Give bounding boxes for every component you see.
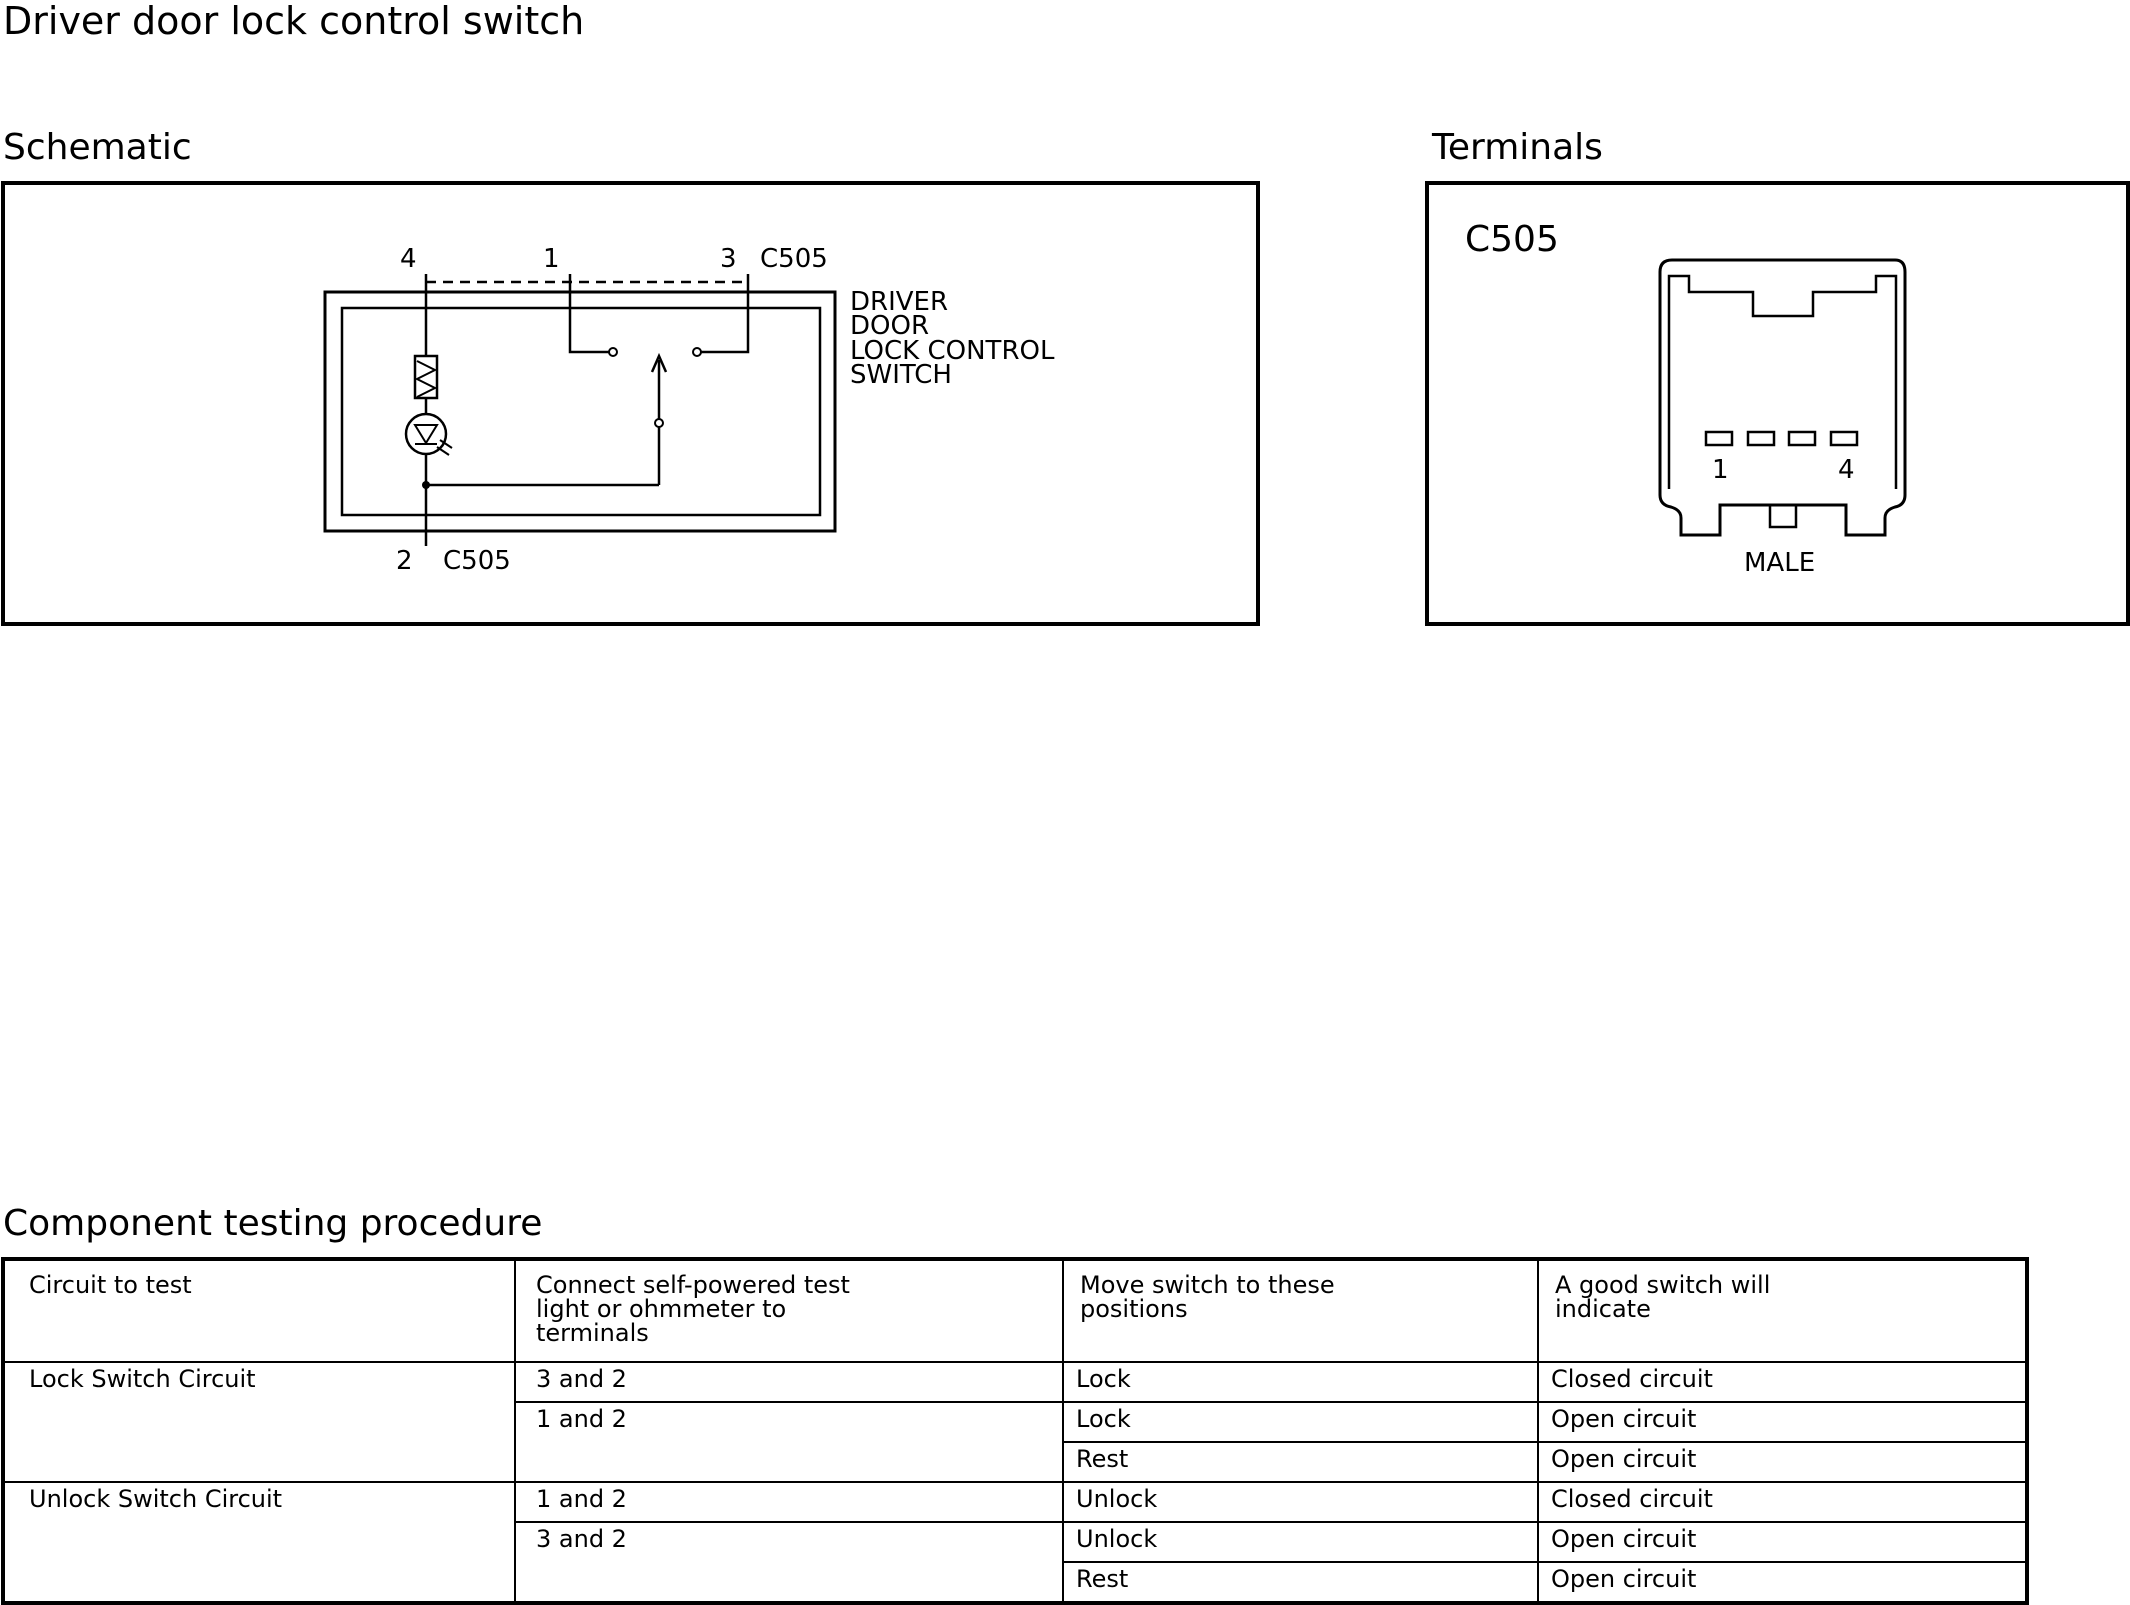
terminals-pin-first: 1 (1712, 455, 1729, 485)
component-testing-table: Circuit to test Connect self-powered tes… (1, 1257, 2029, 1605)
position-cell: Unlock (1062, 1481, 1539, 1523)
table-row: Unlock Switch Circuit 1 and 2 Unlock Clo… (2, 1481, 2028, 1604)
terminals-cell: 1 and 2 (514, 1481, 1064, 1523)
table-header-row: Circuit to test Connect self-powered tes… (2, 1258, 2028, 1363)
terminals-cell: 1 and 2 (514, 1401, 1064, 1483)
component-label-line-2: DOOR (850, 311, 930, 341)
circuit-cell: Unlock Switch Circuit (2, 1481, 516, 1604)
position-cell: Rest (1062, 1441, 1539, 1483)
pin1-wire (568, 274, 609, 354)
position-cell: Unlock (1062, 1521, 1539, 1563)
position-cell: Lock (1062, 1401, 1539, 1443)
schematic-pin-1: 1 (543, 244, 560, 274)
indication-cell: Closed circuit (1537, 1361, 2028, 1403)
table-row: 1 and 2 Lock Open circuit (3, 1401, 2028, 1483)
terminals-heading: Terminals (1432, 127, 1603, 168)
indication-cell: Closed circuit (1537, 1481, 2028, 1523)
terminals-cell: 3 and 2 (514, 1521, 1064, 1604)
indication-cell: Open circuit (1537, 1561, 2028, 1604)
page-title: Driver door lock control switch (3, 0, 585, 43)
indication-cell: Open circuit (1537, 1441, 2028, 1483)
schematic-pin-3: 3 (720, 244, 737, 274)
indication-cell: Open circuit (1537, 1521, 2028, 1563)
switch-arrow-icon (650, 352, 668, 373)
terminals-gender: MALE (1744, 548, 1816, 578)
schematic-panel (1, 181, 1260, 626)
terminals-panel (1425, 181, 2130, 626)
switch-housing-inner (340, 306, 822, 517)
pin3-wire (701, 274, 750, 354)
terminal-pin-2 (1746, 430, 1776, 447)
position-cell: Lock (1062, 1361, 1539, 1403)
table-row: Rest Open circuit (3, 1441, 2028, 1483)
schematic-connector-top: C505 (760, 244, 828, 274)
schematic-heading: Schematic (3, 127, 192, 168)
terminals-pin-last: 4 (1838, 455, 1855, 485)
terminal-pin-3 (1787, 430, 1817, 447)
schematic-connector-bottom: C505 (443, 546, 511, 576)
terminal-pin-4 (1829, 430, 1859, 447)
table-row: Lock Switch Circuit 3 and 2 Lock Closed … (2, 1361, 2028, 1483)
component-label-line-1: DRIVER (850, 287, 949, 317)
terminals-connector-id: C505 (1465, 219, 1559, 260)
terminal-pin-1 (1704, 430, 1734, 447)
component-label-line-4: SWITCH (850, 360, 952, 390)
component-label-line-3: LOCK CONTROL (850, 336, 1055, 366)
header-circuit: Circuit to test (2, 1258, 516, 1363)
testing-heading: Component testing procedure (3, 1203, 543, 1244)
connector-c505-drawing (1658, 258, 1907, 537)
circuit-cell: Lock Switch Circuit (2, 1361, 516, 1483)
terminals-cell: 3 and 2 (514, 1361, 1064, 1403)
position-cell: Rest (1062, 1561, 1539, 1604)
schematic-pin-4: 4 (400, 244, 417, 274)
resistor-zigzag (414, 360, 438, 398)
indication-cell: Open circuit (1537, 1401, 2028, 1443)
schematic-pin-2: 2 (396, 546, 413, 576)
switch-housing-outer (323, 290, 837, 533)
